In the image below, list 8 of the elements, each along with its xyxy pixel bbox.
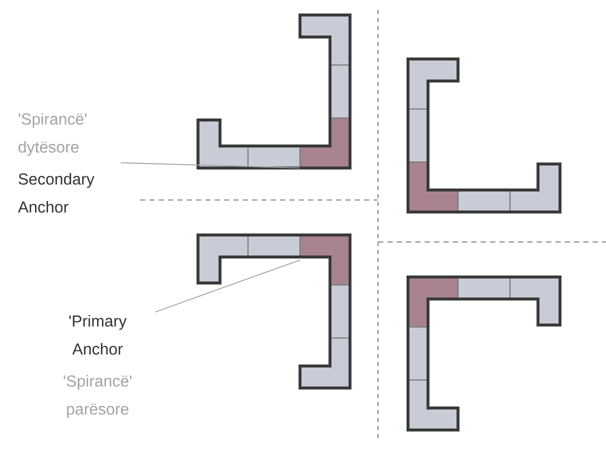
leader-line — [120, 162, 301, 168]
corner-block — [300, 235, 350, 285]
corner-block — [408, 277, 458, 327]
corner-block — [408, 162, 458, 212]
label-text: 'Spirancë' dytësore Secondary Anchor — [18, 112, 94, 213]
corner-block — [300, 118, 350, 168]
leader-line — [154, 260, 301, 312]
label-text: 'Primary Anchor 'Spirancë' parësore — [64, 314, 132, 418]
